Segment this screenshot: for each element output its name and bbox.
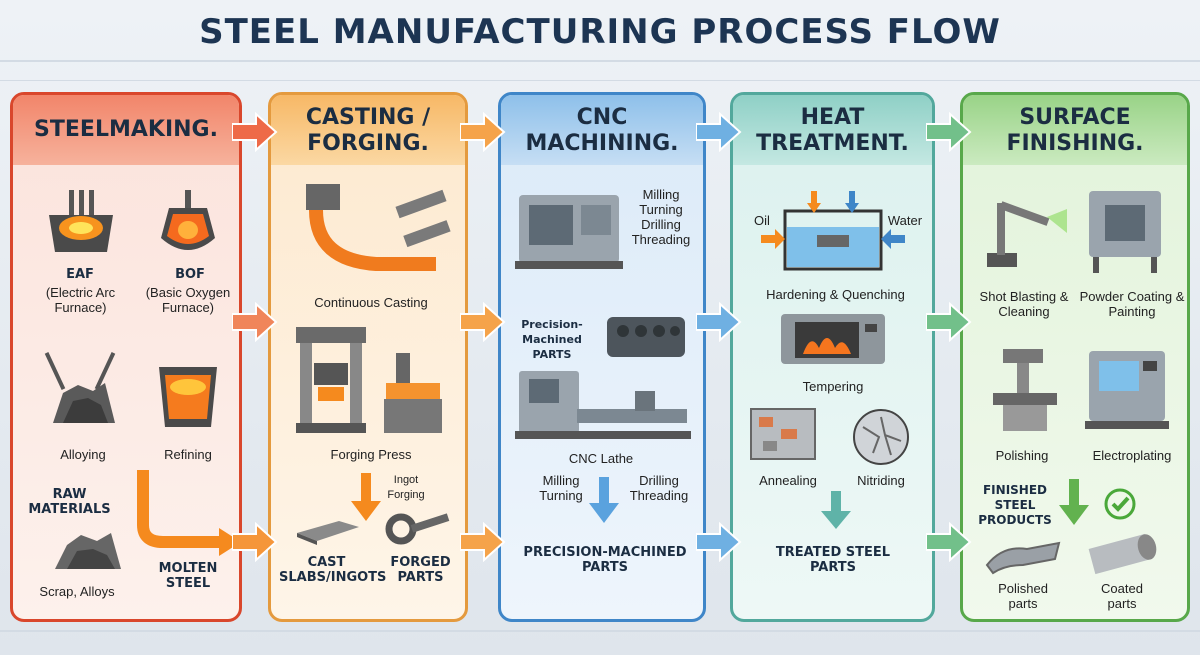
forging-press-icon [296, 327, 442, 433]
powder-coating-label: Powder Coating & Painting [1079, 289, 1185, 319]
flow-arrow-blue-teal-mid [696, 302, 742, 342]
eaf-furnace-icon [49, 190, 113, 252]
forged-parts-label: FORGED PARTS [390, 555, 451, 585]
alloying-icon [44, 352, 116, 423]
nitriding-label: Nitriding [857, 473, 905, 488]
drilling-threading-label: Drilling Threading [629, 473, 689, 503]
polishing-machine-icon [993, 349, 1057, 431]
nitriding-icon [853, 409, 909, 465]
ingot-forging-label: Ingot Forging [387, 474, 425, 501]
bof-sub-label: (Basic Oxygen Furnace) [145, 285, 231, 315]
coated-pipe-icon [1088, 533, 1157, 575]
stage-header: CASTING / FORGING. [271, 95, 465, 165]
water-label: Water [887, 213, 923, 228]
stage-casting-forging: CASTING / FORGING. Continuous Casting Fo… [268, 92, 468, 622]
refining-label: Refining [164, 447, 212, 462]
stage-cnc-machining: CNC MACHINING. Milling Turning Drilling … [498, 92, 706, 622]
flow-arrow-red-orange-mid [232, 302, 278, 342]
eaf-sub-label: (Electric Arc Furnace) [45, 285, 116, 315]
annealing-icon [750, 408, 816, 460]
checkmark-icon [1104, 488, 1136, 520]
quench-tank-icon [761, 191, 905, 271]
down-arrow-icon [821, 491, 851, 529]
refining-ladle-icon [159, 367, 217, 427]
bof-label: BOF [175, 267, 205, 282]
down-arrow-icon [351, 473, 381, 521]
scrap-pile-icon [55, 533, 121, 569]
oil-label: Oil [754, 213, 770, 228]
shot-blasting-robot-icon [987, 201, 1067, 267]
scrap-label: Scrap, Alloys [39, 584, 115, 599]
tempering-furnace-icon [781, 314, 885, 364]
flow-arrow-orange-blue-bottom [460, 522, 506, 562]
electroplating-label: Electroplating [1092, 448, 1172, 463]
precision-machined-parts-label: PRECISION-MACHINED PARTS [523, 545, 687, 575]
stage-header: HEAT TREATMENT. [733, 95, 932, 165]
powder-coating-booth-icon [1089, 191, 1161, 273]
precision-parts-label: Precision-Machined PARTS [521, 318, 583, 361]
cnc-operations-label: Milling Turning Drilling Threading [631, 187, 691, 247]
flow-arrow-orange-blue-top [460, 112, 506, 152]
cnc-lathe-icon [515, 371, 691, 439]
eaf-label: EAF [66, 267, 94, 282]
cnc-lathe-label: CNC Lathe [568, 451, 634, 466]
tempering-label: Tempering [802, 379, 864, 394]
flow-arrow-teal-green-bottom [926, 522, 972, 562]
continuous-casting-label: Continuous Casting [314, 295, 428, 310]
flow-arrow-teal-green-mid [926, 302, 972, 342]
down-arrow-icon [589, 477, 619, 523]
stage-header: STEELMAKING. [13, 95, 239, 165]
polished-part-icon [985, 541, 1061, 575]
engine-block-icon [607, 317, 685, 357]
cast-slabs-label: CAST SLABS/INGOTS [279, 555, 387, 585]
flow-arrow-red-orange-bottom [232, 522, 278, 562]
molten-steel-label: MOLTEN STEEL [158, 561, 218, 591]
flow-arrow-blue-teal-bottom [696, 522, 742, 562]
flow-arrow-blue-teal-top [696, 112, 742, 152]
page-title: STEEL MANUFACTURING PROCESS FLOW [199, 12, 1001, 52]
flow-arrow-teal-green-top [926, 112, 972, 152]
annealing-label: Annealing [759, 473, 817, 488]
alloying-label: Alloying [60, 447, 106, 462]
stage-header: CNC MACHINING. [501, 95, 703, 165]
flow-arrow-red-orange-top [232, 112, 278, 152]
molten-flow-arrow-icon [137, 470, 239, 556]
polishing-label: Polishing [995, 448, 1049, 463]
down-arrow-icon [1059, 479, 1089, 525]
cast-slab-icon [297, 521, 359, 545]
continuous-casting-icon [306, 184, 451, 271]
hardening-label: Hardening & Quenching [766, 287, 905, 302]
raw-materials-label: RAW MATERIALS [28, 487, 111, 517]
electroplating-icon [1085, 351, 1169, 429]
forged-key-icon [385, 513, 450, 545]
coated-parts-label: Coated parts [1101, 581, 1143, 611]
polished-parts-label: Polished parts [998, 581, 1048, 611]
flow-arrow-orange-blue-mid [460, 302, 506, 342]
stage-surface-finishing: SURFACE FINISHING. Shot Blasting & Clean… [960, 92, 1190, 622]
forging-press-label: Forging Press [330, 447, 412, 462]
bof-converter-icon [161, 190, 215, 250]
finished-products-label: FINISHED STEEL PRODUCTS [978, 483, 1052, 527]
stage-heat-treatment: HEAT TREATMENT. Oil Water Hardening & Qu… [730, 92, 935, 622]
shot-blasting-label: Shot Blasting & Cleaning [979, 289, 1069, 319]
cnc-mill-icon [515, 195, 623, 269]
treated-steel-parts-label: TREATED STEEL PARTS [775, 545, 891, 575]
stage-header: SURFACE FINISHING. [963, 95, 1187, 165]
milling-turning-label: Milling Turning [539, 473, 583, 503]
stage-steelmaking: STEELMAKING. EAF (Electric Arc Furnace) … [10, 92, 242, 622]
